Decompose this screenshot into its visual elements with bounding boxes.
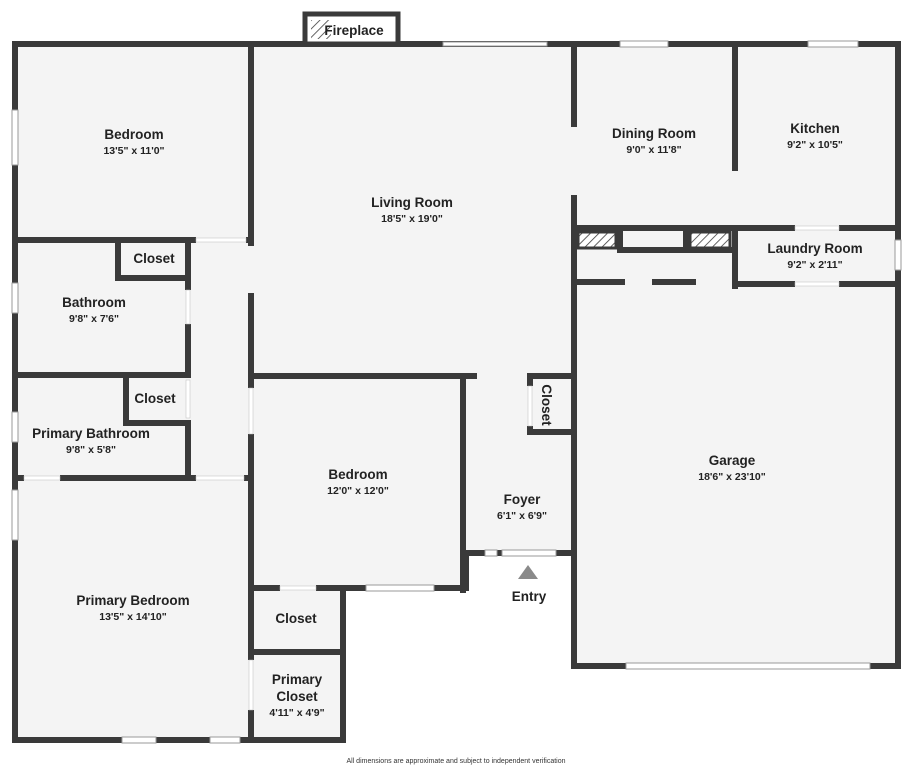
room-name-laundry: Laundry Room xyxy=(767,241,862,256)
room-name-primary-closet-line1: Primary xyxy=(272,672,323,687)
room-name-bathroom: Bathroom xyxy=(62,295,126,310)
door-markers xyxy=(23,225,840,711)
room-dim-laundry: 9'2" x 2'11" xyxy=(787,259,842,271)
entry-label: Entry xyxy=(512,589,547,604)
windows xyxy=(11,40,902,744)
room-name-primary-bedroom: Primary Bedroom xyxy=(76,593,189,608)
room-name-closet-3: Closet xyxy=(275,611,317,626)
room-name-bedroom-2: Bedroom xyxy=(328,467,387,482)
room-name-closet-2: Closet xyxy=(134,391,176,406)
room-name-closet-foyer: Closet xyxy=(539,384,554,426)
footer-note: All dimensions are approximate and subje… xyxy=(346,758,565,765)
fireplace-label: Fireplace xyxy=(324,23,384,38)
room-dim-bedroom-2: 12'0" x 12'0" xyxy=(327,485,389,497)
room-dim-living: 18'5" x 19'0" xyxy=(381,213,443,225)
hatched-areas xyxy=(576,230,732,250)
room-dim-dining: 9'0" x 11'8" xyxy=(626,144,681,156)
room-name-kitchen: Kitchen xyxy=(790,121,840,136)
room-dim-bedroom-1: 13'5" x 11'0" xyxy=(103,145,164,157)
room-dim-garage: 18'6" x 23'10" xyxy=(698,471,766,483)
room-dim-primary-bathroom: 9'8" x 5'8" xyxy=(66,444,116,456)
room-name-living: Living Room xyxy=(371,195,453,210)
room-dim-bathroom: 9'8" x 7'6" xyxy=(69,313,119,325)
room-name-foyer: Foyer xyxy=(504,492,542,507)
room-name-dining: Dining Room xyxy=(612,126,696,141)
room-name-closet-1: Closet xyxy=(133,251,175,266)
room-dim-foyer: 6'1" x 6'9" xyxy=(497,510,547,522)
room-name-garage: Garage xyxy=(709,453,756,468)
room-name-primary-bathroom: Primary Bathroom xyxy=(32,426,150,441)
exterior-cutouts xyxy=(343,555,900,746)
room-dim-kitchen: 9'2" x 10'5" xyxy=(787,139,843,151)
room-dim-primary-closet: 4'11" x 4'9" xyxy=(269,707,324,719)
room-name-bedroom-1: Bedroom xyxy=(104,127,163,142)
room-name-primary-closet-line2: Closet xyxy=(276,689,318,704)
room-dim-primary-bedroom: 13'5" x 14'10" xyxy=(99,611,167,623)
entry-arrow-icon xyxy=(518,565,538,579)
fireplace xyxy=(302,11,401,47)
